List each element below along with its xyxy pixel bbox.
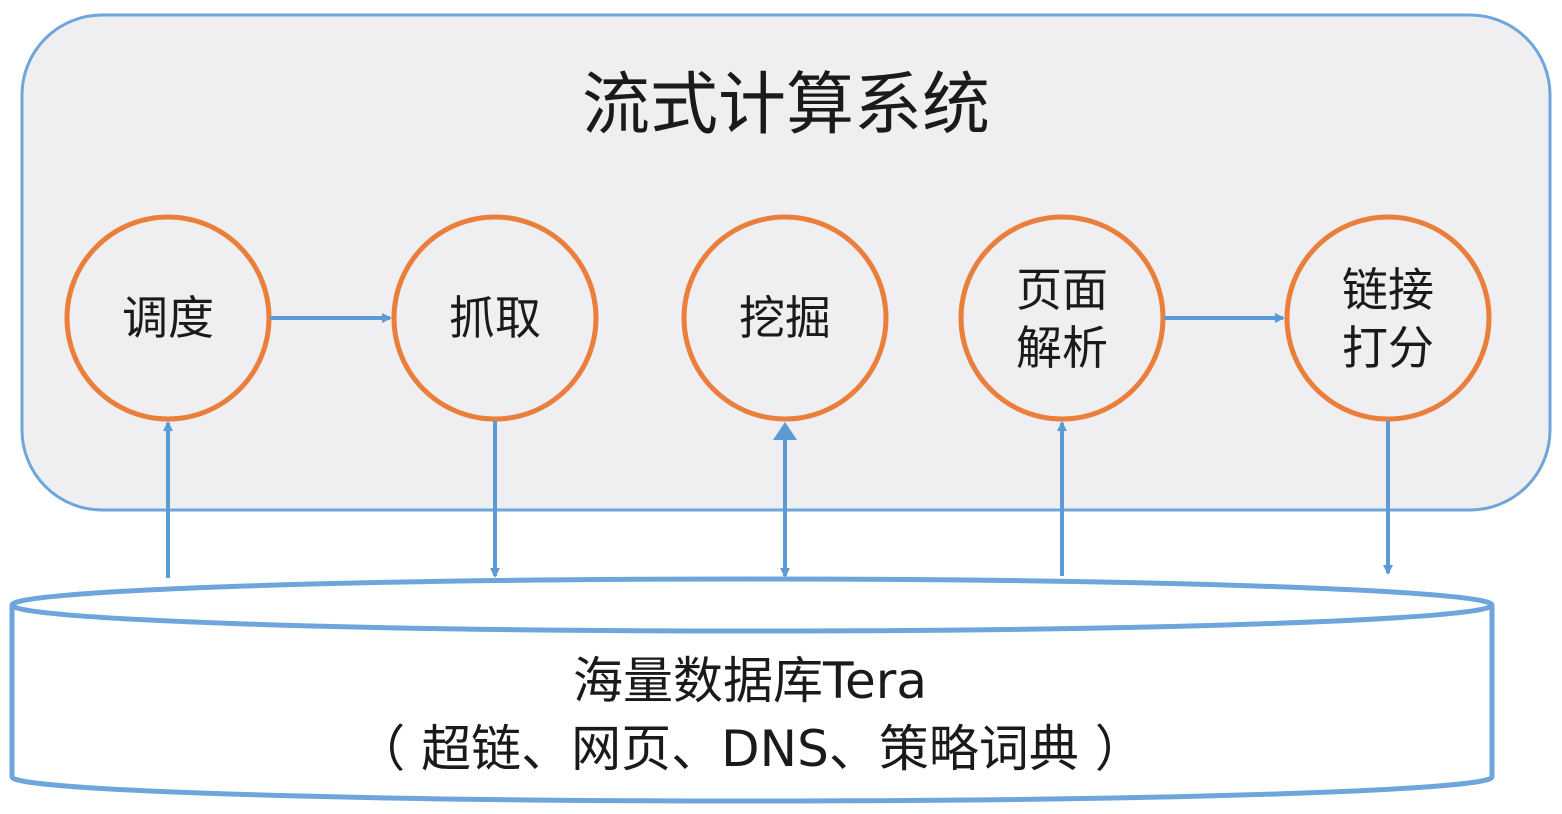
node-label: 调度	[122, 291, 214, 345]
node-circle	[681, 214, 889, 422]
node-label-line-2: 打分	[1342, 321, 1434, 375]
database-cylinder: 海量数据库Tera （ 超链、网页、DNS、策略词典 ）	[9, 576, 1495, 804]
node-label: 抓取	[449, 291, 541, 345]
arrowhead-mine-up	[773, 422, 797, 440]
node-schedule: 调度	[64, 214, 272, 422]
node-circle	[958, 214, 1166, 422]
node-crawl: 抓取	[391, 214, 599, 422]
node-circle	[391, 214, 599, 422]
node-mine: 挖掘	[681, 214, 889, 422]
node-circle	[64, 214, 272, 422]
system-title: 流式计算系统	[582, 66, 990, 145]
cylinder-top	[9, 576, 1495, 634]
database-title: 海量数据库Tera	[573, 652, 927, 710]
node-label-line-1: 链接	[1342, 263, 1434, 317]
node-label: 挖掘	[739, 291, 831, 345]
node-circle	[1284, 214, 1492, 422]
node-label-line-1: 页面	[1016, 263, 1108, 317]
node-label-line-2: 解析	[1016, 321, 1108, 375]
database-subtitle: （ 超链、网页、DNS、策略词典 ）	[355, 720, 1144, 778]
cylinder-body	[9, 605, 1495, 804]
node-link-score: 链接 打分	[1284, 214, 1492, 422]
node-page-parse: 页面 解析	[958, 214, 1166, 422]
